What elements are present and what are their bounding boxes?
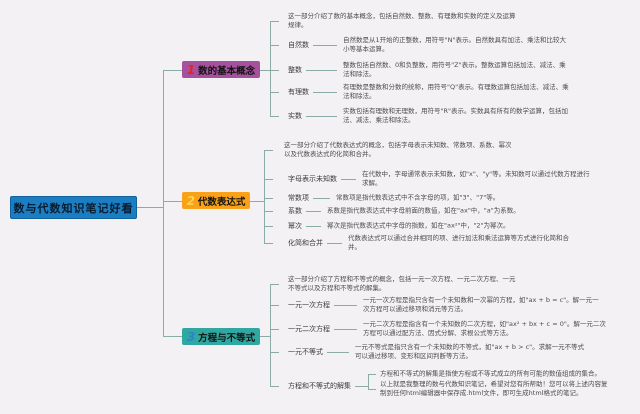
connector-line — [306, 226, 321, 227]
child-desc-rational-numbers[interactable]: 有理数是整数和分数的统称，用符号"Q"表示。有理数运算包括加法、减法、乘法和除法… — [343, 83, 569, 100]
connector-line — [260, 336, 270, 337]
child-desc-closing-note[interactable]: 以上就是我整理的数与代数知识笔记，希望对您有所帮助！您可以将上述内容复制到任何h… — [380, 380, 608, 397]
child-label-solution-set[interactable]: 方程和不等式的解集 — [288, 382, 351, 390]
child-label-natural-numbers[interactable]: 自然数 — [288, 41, 309, 49]
connector-line — [264, 198, 273, 199]
connector-line — [260, 70, 270, 71]
connector-line — [163, 70, 182, 71]
child-desc-linear-equation[interactable]: 一元一次方程是指只含有一个未知数和一次幂的方程，如"ax + b = c"。解一… — [363, 296, 599, 313]
connector-line — [264, 226, 273, 227]
child-label-coefficient[interactable]: 系数 — [288, 207, 302, 215]
connector-line — [341, 179, 356, 180]
branch1-intro[interactable]: 这一部分介绍了数的基本概念，包括自然数、整数、有理数和实数的定义及运算规律。 — [288, 12, 516, 29]
child-label-real-numbers[interactable]: 实数 — [288, 112, 302, 120]
connector-line — [270, 352, 279, 353]
connector-line — [270, 284, 279, 285]
connector-line — [313, 45, 337, 46]
child-label-simplify-combine[interactable]: 化简和合并 — [288, 239, 323, 247]
connector-line — [163, 201, 182, 202]
child-desc-real-numbers[interactable]: 实数包括有理数和无理数，用符号"R"表示。实数具有所有的数学运算，包括加法、减法… — [343, 107, 568, 124]
connector-line — [270, 70, 279, 71]
branch-label-2: 代数表达式 — [197, 196, 246, 208]
connector-line — [334, 329, 357, 330]
connector-line — [313, 198, 330, 199]
connector-line — [327, 352, 349, 353]
branch3-intro[interactable]: 这一部分介绍了方程和不等式的概念，包括一元一次方程、一元二次方程、一元不等式以及… — [288, 275, 516, 292]
root-node[interactable]: 数与代数知识笔记好看 — [10, 196, 137, 219]
child-desc-coefficient[interactable]: 系数是指代数表达式中字母前面的数值，如在"ax"中，"a"为系数。 — [327, 206, 520, 215]
child-label-quadratic-equation[interactable]: 一元二次方程 — [288, 325, 330, 333]
connector-line — [368, 374, 369, 389]
root-node-label: 数与代数知识笔记好看 — [13, 201, 134, 215]
connector-line — [313, 92, 337, 93]
connector-line — [270, 329, 279, 330]
child-label-constant-term[interactable]: 常数项 — [288, 194, 309, 202]
connector-line — [270, 21, 271, 116]
child-label-integers[interactable]: 整数 — [288, 66, 302, 74]
connector-line — [250, 201, 264, 202]
branch-number-1: 1 — [186, 62, 196, 77]
connector-line — [306, 211, 321, 212]
child-label-linear-inequality[interactable]: 一元不等式 — [288, 348, 323, 356]
connector-line — [368, 374, 376, 375]
connector-line — [270, 305, 279, 306]
connector-line — [264, 243, 273, 244]
connector-line — [270, 21, 279, 22]
connector-line — [270, 116, 279, 117]
child-label-rational-numbers[interactable]: 有理数 — [288, 88, 309, 96]
branch-number-3: 3 — [186, 329, 196, 344]
connector-line — [355, 386, 368, 387]
child-desc-linear-inequality[interactable]: 一元不等式是指只含有一个未知数的不等式，如"ax + b > c"。求解一元不等… — [355, 343, 585, 360]
branch-number-2: 2 — [186, 193, 195, 208]
child-label-exponent[interactable]: 幂次 — [288, 222, 302, 230]
child-desc-simplify-combine[interactable]: 代数表达式可以通过合并相同的项、进行加法和乘法运算等方式进行化简和合并。 — [348, 234, 569, 251]
connector-line — [306, 70, 337, 71]
connector-line — [334, 305, 357, 306]
connector-line — [137, 207, 163, 208]
connector-line — [163, 336, 182, 337]
child-desc-constant-term[interactable]: 常数项是指代数表达式中不含字母的项，如"3"、"7"等。 — [336, 193, 500, 202]
child-desc-letters-as-unknowns[interactable]: 在代数中，字母通常表示未知数，如"x"、"y"等。未知数可以通过代数方程进行求解… — [362, 170, 590, 187]
branch-node-basic-number-concepts[interactable]: 1 数的基本概念 — [182, 61, 260, 78]
connector-line — [327, 243, 342, 244]
connector-line — [264, 150, 273, 151]
child-desc-exponent[interactable]: 幂次是指代数表达式中字母的指数，如在"ax²"中，"2"为幂次。 — [327, 221, 510, 230]
branch-node-equations-inequalities[interactable]: 3 方程与不等式 — [182, 328, 260, 345]
connector-line — [368, 389, 376, 390]
branch-label-1: 数的基本概念 — [198, 65, 256, 77]
child-label-linear-equation[interactable]: 一元一次方程 — [288, 301, 330, 309]
branch-label-3: 方程与不等式 — [198, 332, 256, 344]
child-label-letters-as-unknowns[interactable]: 字母表示未知数 — [288, 175, 337, 183]
child-desc-quadratic-equation[interactable]: 一元二次方程是指含有一个未知数的二次方程，如"ax² + bx + c = 0"… — [363, 320, 606, 337]
child-desc-solution-set[interactable]: 方程和不等式的解集是指使方程或不等式成立的所有可能的数值组成的集合。 — [380, 369, 601, 378]
connector-line — [270, 45, 279, 46]
connector-line — [270, 284, 271, 386]
child-desc-natural-numbers[interactable]: 自然数是从1开始的正整数，用符号"N"表示。自然数具有加法、乘法和比较大小等基本… — [343, 36, 566, 53]
connector-line — [270, 92, 279, 93]
connector-line — [264, 211, 273, 212]
connector-line — [163, 70, 164, 337]
connector-line — [264, 179, 273, 180]
branch-node-algebraic-expressions[interactable]: 2 代数表达式 — [182, 192, 250, 209]
connector-line — [264, 150, 265, 243]
connector-line — [270, 386, 279, 387]
connector-line — [306, 116, 337, 117]
child-desc-integers[interactable]: 整数包括自然数、0和负整数，用符号"Z"表示。整数运算包括加法、减法、乘法和除法… — [343, 61, 566, 78]
branch2-intro[interactable]: 这一部分介绍了代数表达式的概念，包括字母表示未知数、常数项、系数、幂次以及代数表… — [284, 141, 512, 158]
